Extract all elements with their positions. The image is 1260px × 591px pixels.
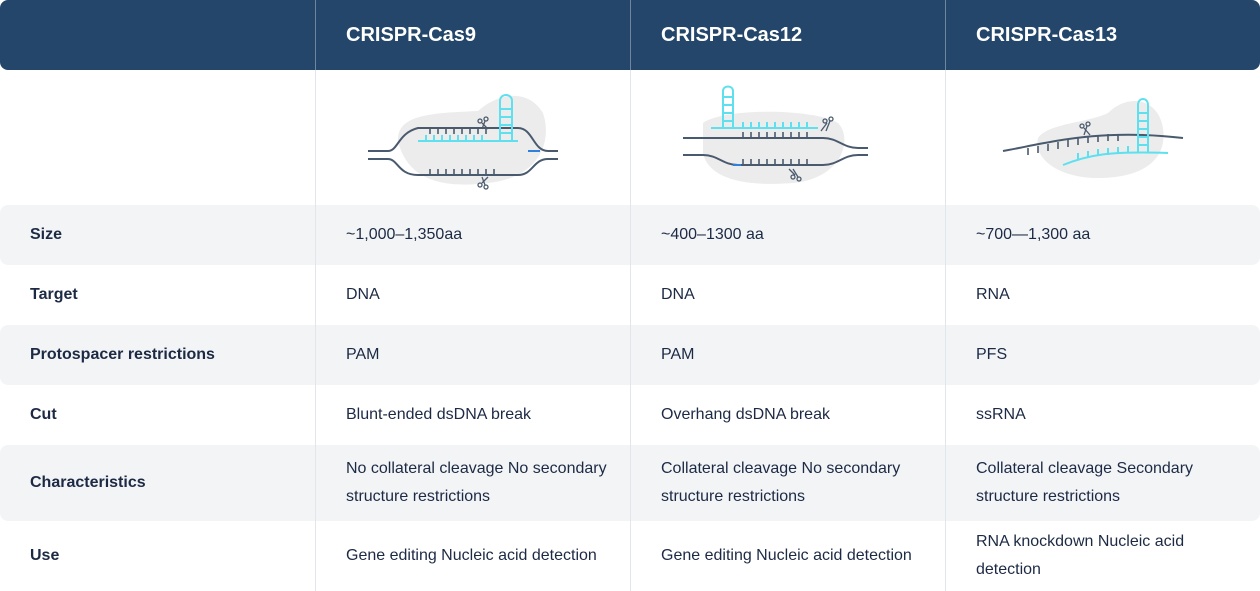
table-cell: ~1,000–1,350aa	[315, 205, 630, 265]
row-label-characteristics: Characteristics	[30, 474, 146, 491]
table-row: Cut Blunt-ended dsDNA break Overhang dsD…	[0, 385, 1260, 445]
table-header: CRISPR-Cas9 CRISPR-Cas12 CRISPR-Cas13	[0, 0, 1260, 70]
table-cell: Gene editing Nucleic acid detection	[315, 521, 630, 591]
table-cell: ssRNA	[945, 385, 1260, 445]
row-label-use: Use	[30, 547, 60, 564]
cas9-diagram-icon	[368, 93, 558, 190]
diagram-row-label	[0, 70, 315, 205]
table-row: Size ~1,000–1,350aa ~400–1300 aa ~700—1,…	[0, 205, 1260, 265]
row-label-protospacer: Protospacer restrictions	[30, 346, 215, 363]
table-cell: ~700—1,300 aa	[945, 205, 1260, 265]
row-label-cut: Cut	[30, 406, 57, 423]
table-cell: RNA knockdown Nucleic acid detection	[945, 521, 1260, 591]
table-cell: DNA	[315, 265, 630, 325]
row-label-target: Target	[30, 286, 78, 303]
table-cell: PAM	[630, 325, 945, 385]
table-cell: Overhang dsDNA break	[630, 385, 945, 445]
header-cas13: CRISPR-Cas13	[945, 0, 1260, 70]
table-cell: Blunt-ended dsDNA break	[315, 385, 630, 445]
cas9-diagram	[315, 70, 630, 205]
table-cell: Collateral cleavage Secondary structure …	[945, 445, 1260, 521]
cas13-diagram	[945, 70, 1260, 205]
table-row: Protospacer restrictions PAM PAM PFS	[0, 325, 1260, 385]
table-cell: PFS	[945, 325, 1260, 385]
table-row: Target DNA DNA RNA	[0, 265, 1260, 325]
table-cell: Collateral cleavage No secondary structu…	[630, 445, 945, 521]
header-corner	[0, 0, 315, 70]
cas12-diagram	[630, 70, 945, 205]
row-label-size: Size	[30, 226, 63, 243]
cas13-diagram-icon	[1002, 97, 1184, 178]
table-cell: PAM	[315, 325, 630, 385]
table-cell: Gene editing Nucleic acid detection	[630, 521, 945, 591]
cas12-diagram-icon	[683, 85, 868, 184]
table-row: Use Gene editing Nucleic acid detection …	[0, 521, 1260, 591]
diagram-row	[0, 70, 1260, 205]
table-cell: No collateral cleavage No secondary stru…	[315, 445, 630, 521]
table-row: Characteristics No collateral cleavage N…	[0, 445, 1260, 521]
header-cas12: CRISPR-Cas12	[630, 0, 945, 70]
table-cell: RNA	[945, 265, 1260, 325]
header-cas9: CRISPR-Cas9	[315, 0, 630, 70]
table-cell: ~400–1300 aa	[630, 205, 945, 265]
table-cell: DNA	[630, 265, 945, 325]
